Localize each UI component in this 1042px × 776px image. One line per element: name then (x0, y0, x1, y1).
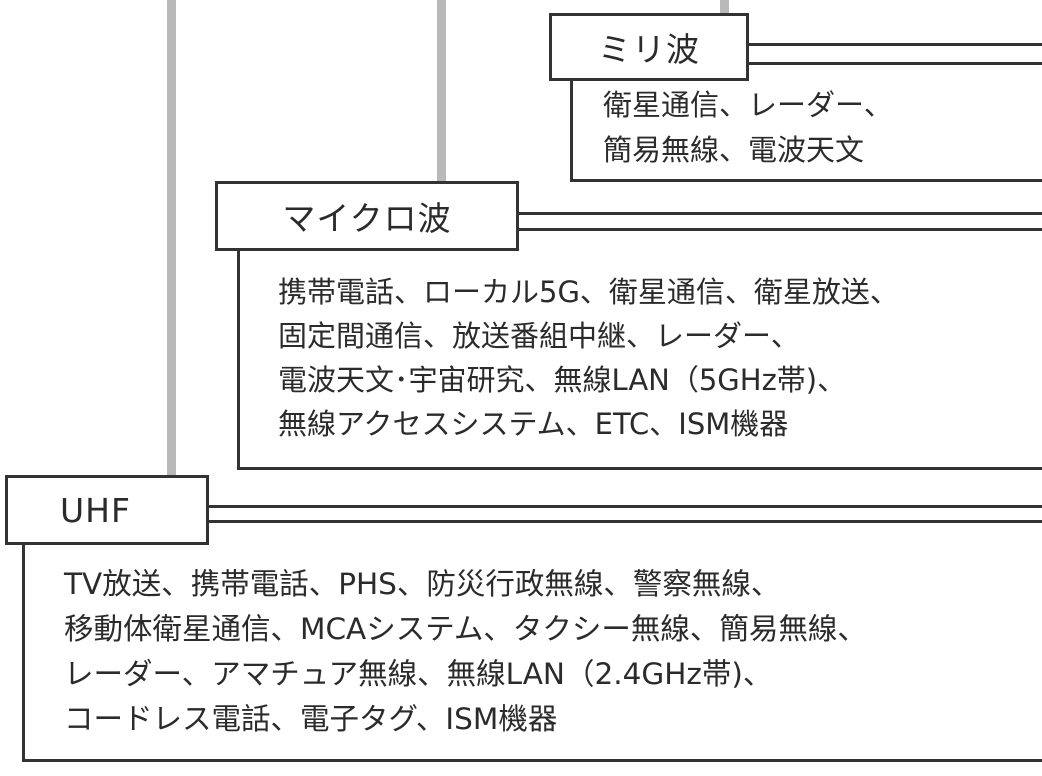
uhf-label: UHF (5, 475, 209, 545)
connector-bar-left (167, 0, 176, 480)
milli-wave-frame (570, 62, 1042, 182)
milli-wave-use-line: 衛星通信、レーダー、 (603, 88, 893, 122)
uhf-use-line: レーダー、アマチュア無線、無線LAN（2.4GHz帯)、 (64, 657, 773, 691)
microwave-label-text: マイクロ波 (282, 199, 452, 238)
uhf-frame (22, 520, 1042, 762)
uhf-use-line: TV放送、携帯電話、PHS、防災行政無線、警察無線、 (64, 567, 781, 601)
connector-bar-middle (437, 0, 446, 185)
microwave-leader-line (515, 212, 1042, 215)
uhf-uses: TV放送、携帯電話、PHS、防災行政無線、警察無線、 移動体衛星通信、MCAシス… (64, 562, 867, 742)
microwave-use-line: 携帯電話、ローカル5G、衛星通信、衛星放送、 (278, 275, 899, 309)
microwave-frame (237, 228, 1042, 470)
milli-wave-leader-line (745, 43, 1042, 46)
milli-wave-uses: 衛星通信、レーダー、 簡易無線、電波天文 (603, 83, 893, 173)
milli-wave-label-text: ミリ波 (598, 30, 700, 69)
microwave-label: マイクロ波 (215, 181, 519, 251)
microwave-use-line: 電波天文･宇宙研究、無線LAN（5GHz帯)、 (278, 363, 847, 397)
uhf-leader-line (205, 505, 1042, 508)
microwave-use-line: 固定間通信、放送番組中継、レーダー、 (278, 319, 800, 353)
uhf-label-text: UHF (60, 490, 131, 530)
microwave-uses: 携帯電話、ローカル5G、衛星通信、衛星放送、 固定間通信、放送番組中継、レーダー… (278, 270, 899, 446)
connector-bar-right (720, 0, 729, 15)
milli-wave-use-line: 簡易無線、電波天文 (603, 133, 865, 167)
uhf-use-line: コードレス電話、電子タグ、ISM機器 (64, 702, 558, 736)
uhf-use-line: 移動体衛星通信、MCAシステム、タクシー無線、簡易無線、 (64, 612, 867, 646)
milli-wave-label: ミリ波 (549, 13, 749, 81)
microwave-use-line: 無線アクセスシステム、ETC、ISM機器 (278, 407, 789, 441)
